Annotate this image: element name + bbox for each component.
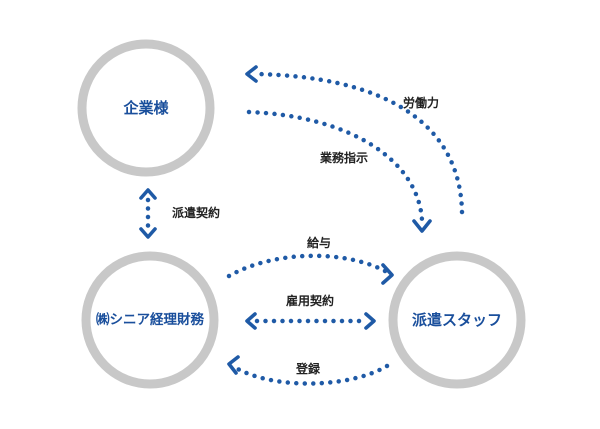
edge-instruction-arrowhead — [412, 219, 432, 233]
edge-labor: 労働力 — [245, 65, 465, 215]
edge-salary: 給与 — [226, 235, 394, 285]
edge-instruction-line — [246, 109, 425, 223]
edge-dispatch-contract-arrowhead-down — [139, 227, 157, 239]
edge-registration-label: 登録 — [295, 361, 321, 376]
node-senior-label: ㈱シニア経理財務 — [96, 311, 204, 328]
node-company-label: 企業様 — [122, 99, 169, 117]
node-company: 企業様 — [77, 39, 215, 177]
edge-salary-arrowhead — [381, 263, 394, 285]
node-company-circle — [77, 39, 215, 177]
edge-registration-arrowhead — [227, 355, 240, 375]
edge-labor-line — [251, 71, 465, 215]
edge-salary-line — [226, 253, 388, 279]
edge-instruction-label: 業務指示 — [319, 150, 368, 165]
edge-salary-label: 給与 — [307, 235, 331, 250]
edge-dispatch-contract-label: 派遣契約 — [172, 205, 220, 220]
edge-employment-contract: 雇用契約 — [245, 293, 376, 330]
node-staff: 派遣スタッフ — [388, 251, 526, 389]
edge-instruction: 業務指示 — [246, 109, 432, 233]
edge-employment-contract-arrowhead-right — [364, 312, 376, 330]
edge-employment-contract-arrowhead-left — [245, 312, 257, 330]
edge-registration-line — [233, 363, 390, 386]
node-senior: ㈱シニア経理財務 — [81, 251, 219, 389]
edge-registration: 登録 — [227, 355, 390, 386]
edge-dispatch-contract: 派遣契約 — [139, 188, 220, 239]
edge-dispatch-contract-arrowhead-up — [139, 188, 157, 200]
node-staff-label: 派遣スタッフ — [412, 311, 502, 329]
node-staff-circle — [388, 251, 526, 389]
node-senior-circle — [81, 251, 219, 389]
edge-labor-label: 労働力 — [403, 95, 439, 110]
edge-employment-contract-label: 雇用契約 — [286, 293, 334, 308]
edge-labor-arrowhead — [245, 65, 258, 83]
